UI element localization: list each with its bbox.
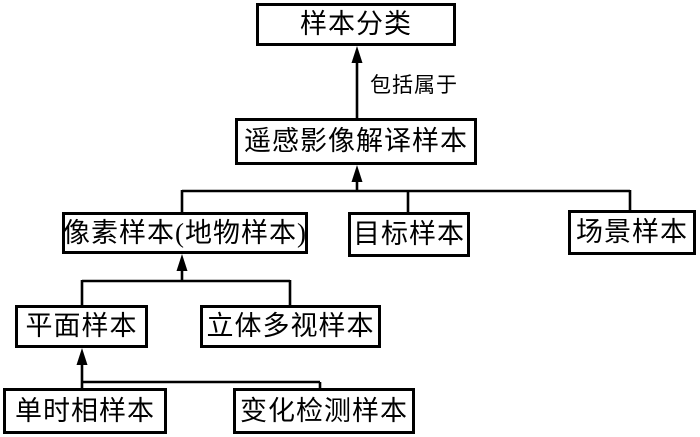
node-rs-interpretation-sample: 遥感影像解译样本: [235, 118, 477, 165]
node-scene-sample: 场景样本: [568, 210, 696, 255]
node-stereo-multiview-sample: 立体多视样本: [200, 305, 381, 348]
edge-level3-tree: [180, 165, 632, 213]
arrowhead-up-icon: [351, 165, 363, 182]
edge-level5-tree: [76, 348, 322, 389]
node-single-temporal-sample: 单时相样本: [3, 388, 167, 434]
node-planar-sample: 平面样本: [15, 305, 148, 348]
arrowhead-up-icon: [176, 254, 188, 271]
node-target-sample: 目标样本: [348, 212, 470, 257]
edge-label-includes-belongs-to: 包括属于: [370, 73, 458, 97]
node-pixel-sample: 像素样本(地物样本): [62, 212, 308, 254]
node-change-detection-sample: 变化检测样本: [233, 388, 415, 434]
arrowhead-up-icon: [351, 46, 363, 63]
arrowhead-up-icon: [76, 348, 88, 365]
edge-level4-tree: [80, 254, 292, 306]
edge-rs-to-root: [351, 46, 363, 118]
node-sample-classification: 样本分类: [256, 3, 456, 46]
